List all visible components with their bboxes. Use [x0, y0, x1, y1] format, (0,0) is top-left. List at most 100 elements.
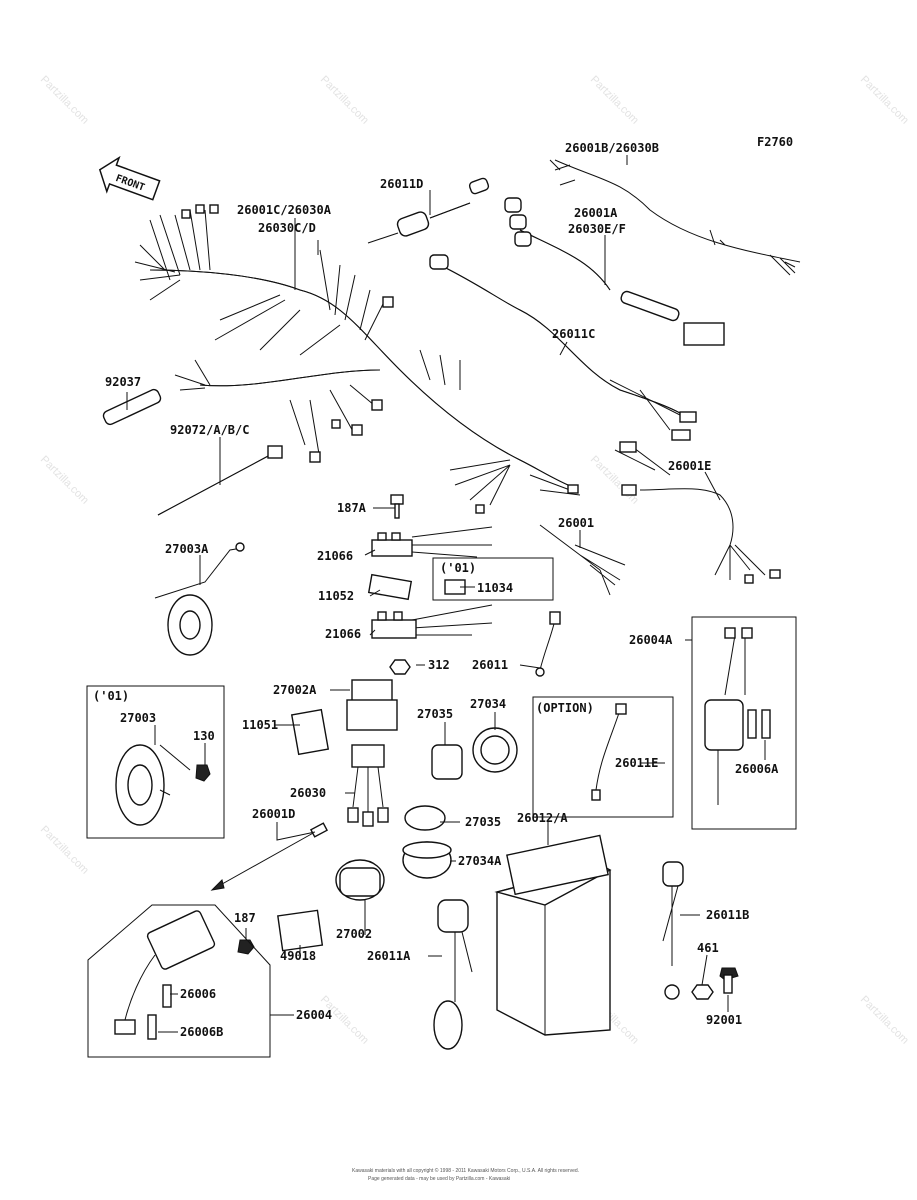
lead-26001D: [214, 831, 316, 889]
label-option: (OPTION): [536, 701, 594, 715]
main-harness-26001C: [134, 204, 581, 514]
copyright-line-2: Page generated data - may be used by Par…: [368, 1176, 510, 1182]
label-27035-upper: 27035: [417, 707, 453, 721]
watermark: Partzilla.com: [38, 74, 91, 127]
fuse-26006A: [747, 709, 771, 739]
lead-26011: [539, 619, 556, 671]
relay-27002: [335, 859, 385, 901]
label-27035-lower: 27035: [465, 815, 501, 829]
label-21066-upper: 21066: [317, 549, 353, 563]
label-26011C: 26011C: [552, 327, 595, 341]
connector-26030: [347, 744, 389, 827]
front-arrow-icon: FRONT: [98, 155, 161, 201]
watermark: Partzilla.com: [318, 74, 371, 127]
clamp-92037: [102, 388, 162, 426]
label-11034: 11034: [477, 581, 513, 595]
label-187A: 187A: [337, 501, 367, 515]
bolt-187: [237, 939, 255, 955]
label-27034A: 27034A: [458, 854, 502, 868]
label-26011: 26011: [472, 658, 508, 672]
bracket-11051: [290, 708, 330, 756]
label-26011D: 26011D: [380, 177, 423, 191]
label-92037: 92037: [105, 375, 141, 389]
watermark: Partzilla.com: [38, 454, 91, 507]
part-labels: 26001B/26030B 26011D 26001C/26030A 26030…: [93, 141, 779, 1039]
cable-26011B: [662, 861, 684, 1000]
leader-lines: [126, 155, 766, 1033]
relay-27002A: [346, 679, 398, 731]
label-26012: 26012/A: [517, 811, 568, 825]
inset-box-27003: [86, 685, 225, 839]
unit-27034: [472, 727, 518, 773]
connector-21066-upper: [371, 526, 493, 558]
label-26004A: 26004A: [629, 633, 673, 647]
bolt-187A: [390, 494, 404, 519]
relay-49018: [277, 909, 324, 952]
label-26011A: 26011A: [367, 949, 411, 963]
bolt-130: [195, 764, 211, 782]
unit-27034A: [402, 841, 452, 879]
label-27034: 27034: [470, 697, 506, 711]
label-461: 461: [697, 941, 719, 955]
label-26001: 26001: [558, 516, 594, 530]
label-01-upper: ('01): [440, 561, 476, 575]
clamp-27035-upper: [431, 744, 463, 780]
watermark: Partzilla.com: [588, 454, 641, 507]
label-26004: 26004: [296, 1008, 332, 1022]
label-92001: 92001: [706, 1013, 742, 1027]
horn-27003A: [154, 542, 245, 656]
label-27003: 27003: [120, 711, 156, 725]
harness-26001E: [614, 441, 781, 584]
inset-box-26004A: [691, 616, 797, 830]
label-26006: 26006: [180, 987, 216, 1001]
watermark: Partzilla.com: [588, 74, 641, 127]
band-92072: [157, 445, 283, 516]
horn-27003: [115, 744, 211, 826]
inset-box-26004: [87, 904, 271, 1058]
harness-26001B: [549, 159, 801, 276]
label-130: 130: [193, 729, 215, 743]
label-26030C: 26030C/D: [258, 221, 316, 235]
watermark: Partzilla.com: [858, 74, 911, 127]
label-01-lower: ('01): [93, 689, 129, 703]
washer-461: [691, 984, 714, 1000]
label-26030: 26030: [290, 786, 326, 800]
label-92072: 92072/A/B/C: [170, 423, 249, 437]
cable-26011C: [429, 254, 725, 441]
label-26001E: 26001E: [668, 459, 711, 473]
bracket-11052: [367, 573, 413, 601]
label-27002: 27002: [336, 927, 372, 941]
label-11051: 11051: [242, 718, 278, 732]
label-26006A: 26006A: [735, 762, 779, 776]
clamp-27035-lower: [404, 805, 446, 831]
battery-26012: [494, 834, 612, 1036]
label-26001A: 26001A: [574, 206, 618, 220]
watermark: Partzilla.com: [38, 824, 91, 877]
label-26001D: 26001D: [252, 807, 295, 821]
label-26001B: 26001B/26030B: [565, 141, 659, 155]
label-27002A: 27002A: [273, 683, 317, 697]
copyright-line-1: Kawasaki materials with all copyright © …: [352, 1167, 579, 1174]
connector-21066-lower: [371, 604, 493, 639]
label-49018: 49018: [280, 949, 316, 963]
label-26006B: 26006B: [180, 1025, 223, 1039]
label-26001C: 26001C/26030A: [237, 203, 332, 217]
label-11052: 11052: [318, 589, 354, 603]
harness-26001A: [504, 197, 611, 291]
fuse-26006B: [147, 1014, 157, 1040]
diagram-code: F2760: [757, 135, 793, 149]
watermark: Partzilla.com: [858, 994, 911, 1047]
label-21066-lower: 21066: [325, 627, 361, 641]
label-26011B: 26011B: [706, 908, 749, 922]
inset-box-option: [532, 696, 674, 818]
fuse-26006: [162, 984, 172, 1008]
lead-26011E: [591, 703, 627, 801]
regulator-26004: [114, 910, 216, 1035]
cable-26011D: [367, 177, 490, 244]
regulator-26004A: [704, 627, 753, 805]
nut-312: [389, 659, 411, 675]
cable-26011A: [433, 899, 473, 1050]
label-26011E: 26011E: [615, 756, 658, 770]
